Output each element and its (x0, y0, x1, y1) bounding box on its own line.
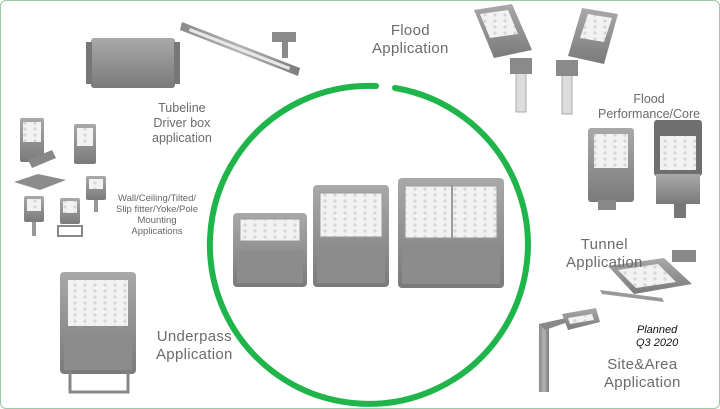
green-ring (206, 82, 531, 407)
flood-application-label: Flood Application (372, 22, 449, 57)
planned-date-label: Planned Q3 2020 (636, 324, 679, 350)
pole-mounted-floodlights-icon (474, 4, 618, 115)
floodlight-family-icon (233, 178, 504, 288)
mounting-options-icon (14, 118, 106, 237)
flood-performance-label: Flood Performance/Core (598, 92, 701, 121)
underpass-fixture-icon (60, 272, 136, 394)
site-area-pole-light-icon (539, 308, 600, 392)
flood-performance-fixtures-icon (588, 120, 702, 218)
tunnel-light-icon (600, 250, 696, 302)
tubeline-label: Tubeline Driver box application (152, 101, 212, 145)
underpass-label: Underpass Application (156, 328, 233, 363)
mounting-label: Wall/Ceiling/Tilted/ Slip fitter/Yoke/Po… (116, 193, 199, 237)
site-area-label: Site&Area Application (604, 356, 681, 391)
tubeline-driver-box-icon (86, 22, 300, 88)
tunnel-label: Tunnel Application (566, 236, 643, 271)
